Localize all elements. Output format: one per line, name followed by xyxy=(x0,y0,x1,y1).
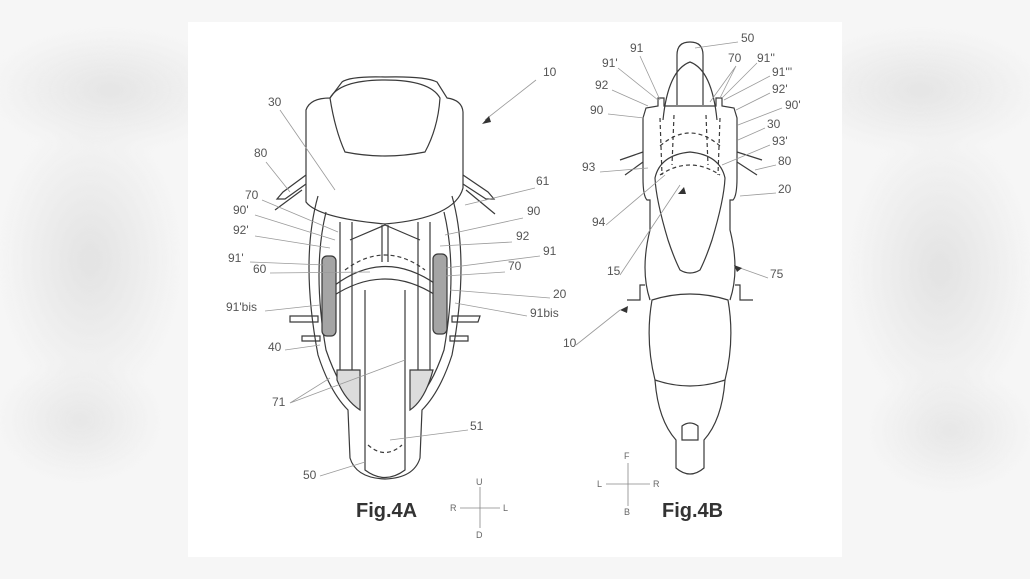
reference-numeral: 92 xyxy=(516,229,530,243)
reference-numeral: 91 xyxy=(543,244,557,258)
fig4a-motorcycle-front-view xyxy=(274,76,496,480)
axis-forward-label: F xyxy=(624,451,630,461)
axis-right-label: L xyxy=(503,503,509,513)
reference-numeral: 91'bis xyxy=(226,300,257,314)
reference-numeral: 15 xyxy=(607,264,621,278)
reference-numeral: 92 xyxy=(595,78,609,92)
fig4b-motorcycle-top-view xyxy=(619,41,763,475)
reference-numeral: 93' xyxy=(772,134,788,148)
reference-numeral: 94 xyxy=(592,215,606,229)
reference-numeral: 93 xyxy=(582,160,596,174)
reference-numeral: 92' xyxy=(772,82,788,96)
reference-numeral: 71 xyxy=(272,395,286,409)
reference-numeral: 90' xyxy=(233,203,249,217)
reference-numeral: 50 xyxy=(741,31,755,45)
reference-numeral: 80 xyxy=(254,146,268,160)
axis-left-label: R xyxy=(450,503,457,513)
reference-numeral: 30 xyxy=(767,117,781,131)
reference-numeral: 50 xyxy=(303,468,317,482)
reference-numeral: 90' xyxy=(785,98,801,112)
reference-numeral: 20 xyxy=(778,182,792,196)
reference-numeral: 91 xyxy=(630,41,644,55)
fig4b-caption: Fig.4B xyxy=(662,500,724,522)
reference-numeral: 80 xyxy=(778,154,792,168)
reference-numeral: 90 xyxy=(527,204,541,218)
reference-numeral: 92' xyxy=(233,223,249,237)
reference-numeral: 20 xyxy=(553,287,567,301)
reference-numeral: 70 xyxy=(728,51,742,65)
reference-numeral: 70 xyxy=(245,188,259,202)
reference-numeral: 60 xyxy=(253,262,267,276)
reference-numeral: 91bis xyxy=(530,306,559,320)
reference-numeral: 10 xyxy=(543,65,557,79)
reference-numeral: 91''' xyxy=(772,65,793,79)
axis-back-label: B xyxy=(624,507,631,517)
axis-down-label: D xyxy=(476,530,483,540)
reference-numeral: 51 xyxy=(470,419,484,433)
reference-numeral: 75 xyxy=(770,267,784,281)
leader-lines xyxy=(249,41,783,477)
axis-left-label-b: L xyxy=(597,479,603,489)
reference-numeral: 40 xyxy=(268,340,282,354)
reference-numeral: 61 xyxy=(536,174,550,188)
reference-numeral: 91'' xyxy=(757,51,775,65)
axis-right-label-b: R xyxy=(653,479,660,489)
reference-numeral: 70 xyxy=(508,259,522,273)
reference-numeral: 91' xyxy=(602,56,618,70)
reference-numeral: 91' xyxy=(228,251,244,265)
reference-numeral: 30 xyxy=(268,95,282,109)
fig4a-caption: Fig.4A xyxy=(356,500,418,522)
axis-up-label: U xyxy=(476,477,483,487)
reference-numeral: 90 xyxy=(590,103,604,117)
reference-numeral: 10 xyxy=(563,336,577,350)
